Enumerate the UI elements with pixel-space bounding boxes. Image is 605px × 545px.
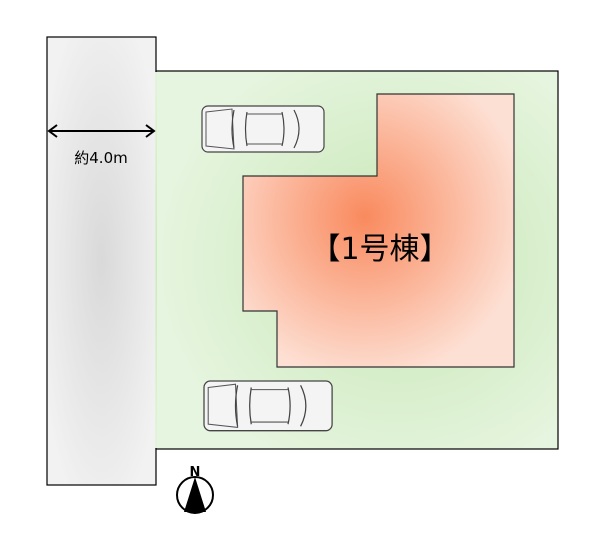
- road: [46, 36, 157, 486]
- north-compass-icon: N: [176, 465, 214, 514]
- parking-car-2: [203, 380, 333, 432]
- road-width-label: 約4.0m: [74, 149, 127, 167]
- building-label: 【1号棟】: [310, 232, 449, 267]
- building-1: [242, 93, 515, 368]
- parking-car-1: [201, 105, 325, 153]
- svg-text:N: N: [190, 465, 201, 480]
- road-width-arrow: [47, 124, 156, 138]
